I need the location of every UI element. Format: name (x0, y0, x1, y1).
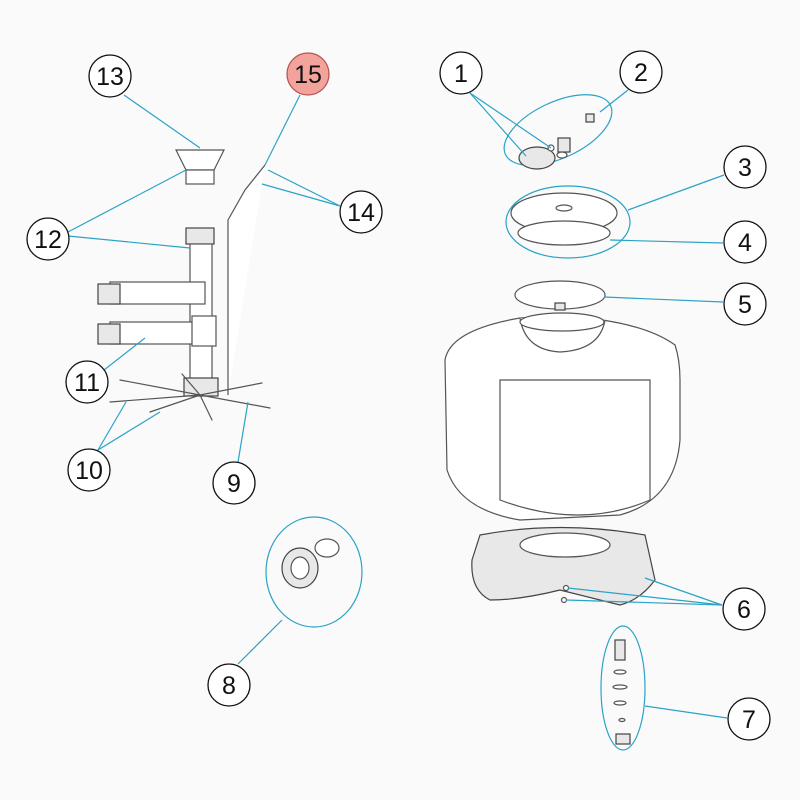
leader-line-4 (609, 239, 724, 244)
callout-circle (339, 190, 383, 234)
callout-circle (212, 461, 256, 505)
valve-parts (518, 113, 595, 170)
callout-circle (723, 220, 767, 264)
callout-circle (67, 448, 111, 492)
leader-line-6 (567, 587, 723, 606)
group-outlines (265, 94, 646, 751)
callout-label: 13 (96, 63, 124, 91)
leader-line-15 (264, 94, 301, 166)
callout-8[interactable]: 8 (207, 663, 251, 707)
callout-label: 5 (738, 291, 752, 319)
leader-line-12 (67, 169, 187, 233)
leader-lines (67, 89, 728, 719)
leader-line-8 (237, 619, 283, 665)
leader-line-14 (267, 169, 341, 207)
leader-line-10 (97, 411, 161, 451)
callout-circle (723, 145, 767, 189)
leader-line-13 (123, 94, 201, 149)
leader-line-5 (603, 296, 724, 303)
callout-1[interactable]: 1 (439, 51, 483, 95)
callout-circle (286, 52, 330, 96)
leader-line-14 (261, 183, 341, 207)
leader-line-7 (644, 705, 728, 719)
callout-7[interactable]: 7 (727, 697, 771, 741)
callout-circle (722, 587, 766, 631)
group-outline-1-2 (503, 94, 613, 166)
callout-9[interactable]: 9 (212, 461, 256, 505)
callout-circle (727, 697, 771, 741)
group-outline-8 (265, 516, 363, 628)
drain-parts (612, 639, 631, 745)
group-outline-3-4 (505, 185, 631, 259)
leader-line-11 (103, 337, 146, 371)
group-outline-7 (600, 625, 646, 751)
union-parts (281, 538, 340, 589)
callout-label: 14 (347, 199, 375, 227)
leader-line-10 (97, 401, 127, 451)
callout-label: 15 (294, 61, 322, 89)
callout-label: 7 (742, 706, 756, 734)
callout-10[interactable]: 10 (67, 448, 111, 492)
callout-12[interactable]: 12 (26, 217, 70, 261)
leader-line-9 (237, 401, 249, 463)
leader-line-12 (67, 235, 191, 249)
callout-4[interactable]: 4 (723, 220, 767, 264)
callout-label: 3 (738, 154, 752, 182)
callout-circle (65, 360, 109, 404)
leader-line-3 (627, 174, 725, 211)
callout-circle (26, 217, 70, 261)
callout-label: 2 (634, 59, 648, 87)
callout-circle (207, 663, 251, 707)
leader-line-1 (469, 92, 552, 149)
callout-circle (619, 50, 663, 94)
callout-circle (439, 51, 483, 95)
leader-line-1 (469, 92, 527, 157)
callout-11[interactable]: 11 (65, 360, 109, 404)
callout-6[interactable]: 6 (722, 587, 766, 631)
callout-label: 10 (75, 457, 103, 485)
callout-3[interactable]: 3 (723, 145, 767, 189)
callout-label: 12 (34, 226, 62, 254)
callout-13[interactable]: 13 (88, 54, 132, 98)
callout-14[interactable]: 14 (339, 190, 383, 234)
callout-label: 1 (454, 60, 468, 88)
callout-circle (88, 54, 132, 98)
callout-label: 4 (738, 229, 752, 257)
callout-15[interactable]: 15 (286, 52, 330, 96)
leader-line-2 (599, 89, 629, 113)
filter-tank (444, 312, 681, 606)
callout-circle (723, 282, 767, 326)
lid-and-oring (510, 192, 618, 311)
callout-2[interactable]: 2 (619, 50, 663, 94)
pipe-assembly (97, 149, 271, 421)
leader-line-6 (565, 599, 723, 606)
callout-label: 9 (227, 470, 241, 498)
callout-label: 11 (74, 369, 100, 397)
callout-5[interactable]: 5 (723, 282, 767, 326)
callout-label: 6 (737, 596, 751, 624)
leader-line-6 (644, 577, 723, 606)
callout-label: 8 (222, 672, 236, 700)
